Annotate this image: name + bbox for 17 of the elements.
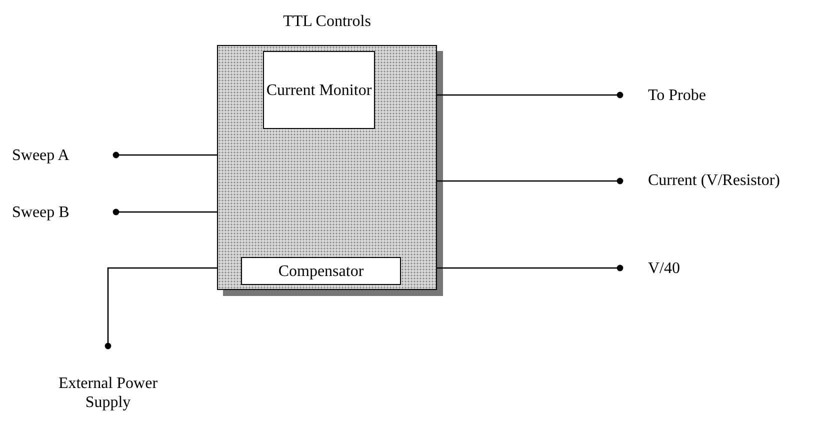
connector-line: [104, 267, 217, 350]
connector-line: [437, 178, 624, 184]
box-heading: TTL Controls: [282, 12, 372, 31]
label-text: External Power Supply: [57, 374, 159, 412]
module-box: [263, 51, 375, 129]
label-text: Compensator: [278, 262, 364, 280]
label-text: Sweep B: [12, 202, 70, 222]
connector-line: [112, 208, 217, 216]
label-text: Current Monitor: [266, 80, 372, 100]
connector-line: [112, 152, 217, 158]
label-text: Current (V/Resistor): [648, 170, 780, 190]
label-text: Sweep A: [12, 146, 70, 164]
label-text: V/40: [648, 258, 680, 278]
module-box: [241, 257, 401, 285]
connector-line: [437, 264, 624, 272]
label-text: To Probe: [648, 86, 706, 104]
connector-line: [437, 92, 624, 98]
